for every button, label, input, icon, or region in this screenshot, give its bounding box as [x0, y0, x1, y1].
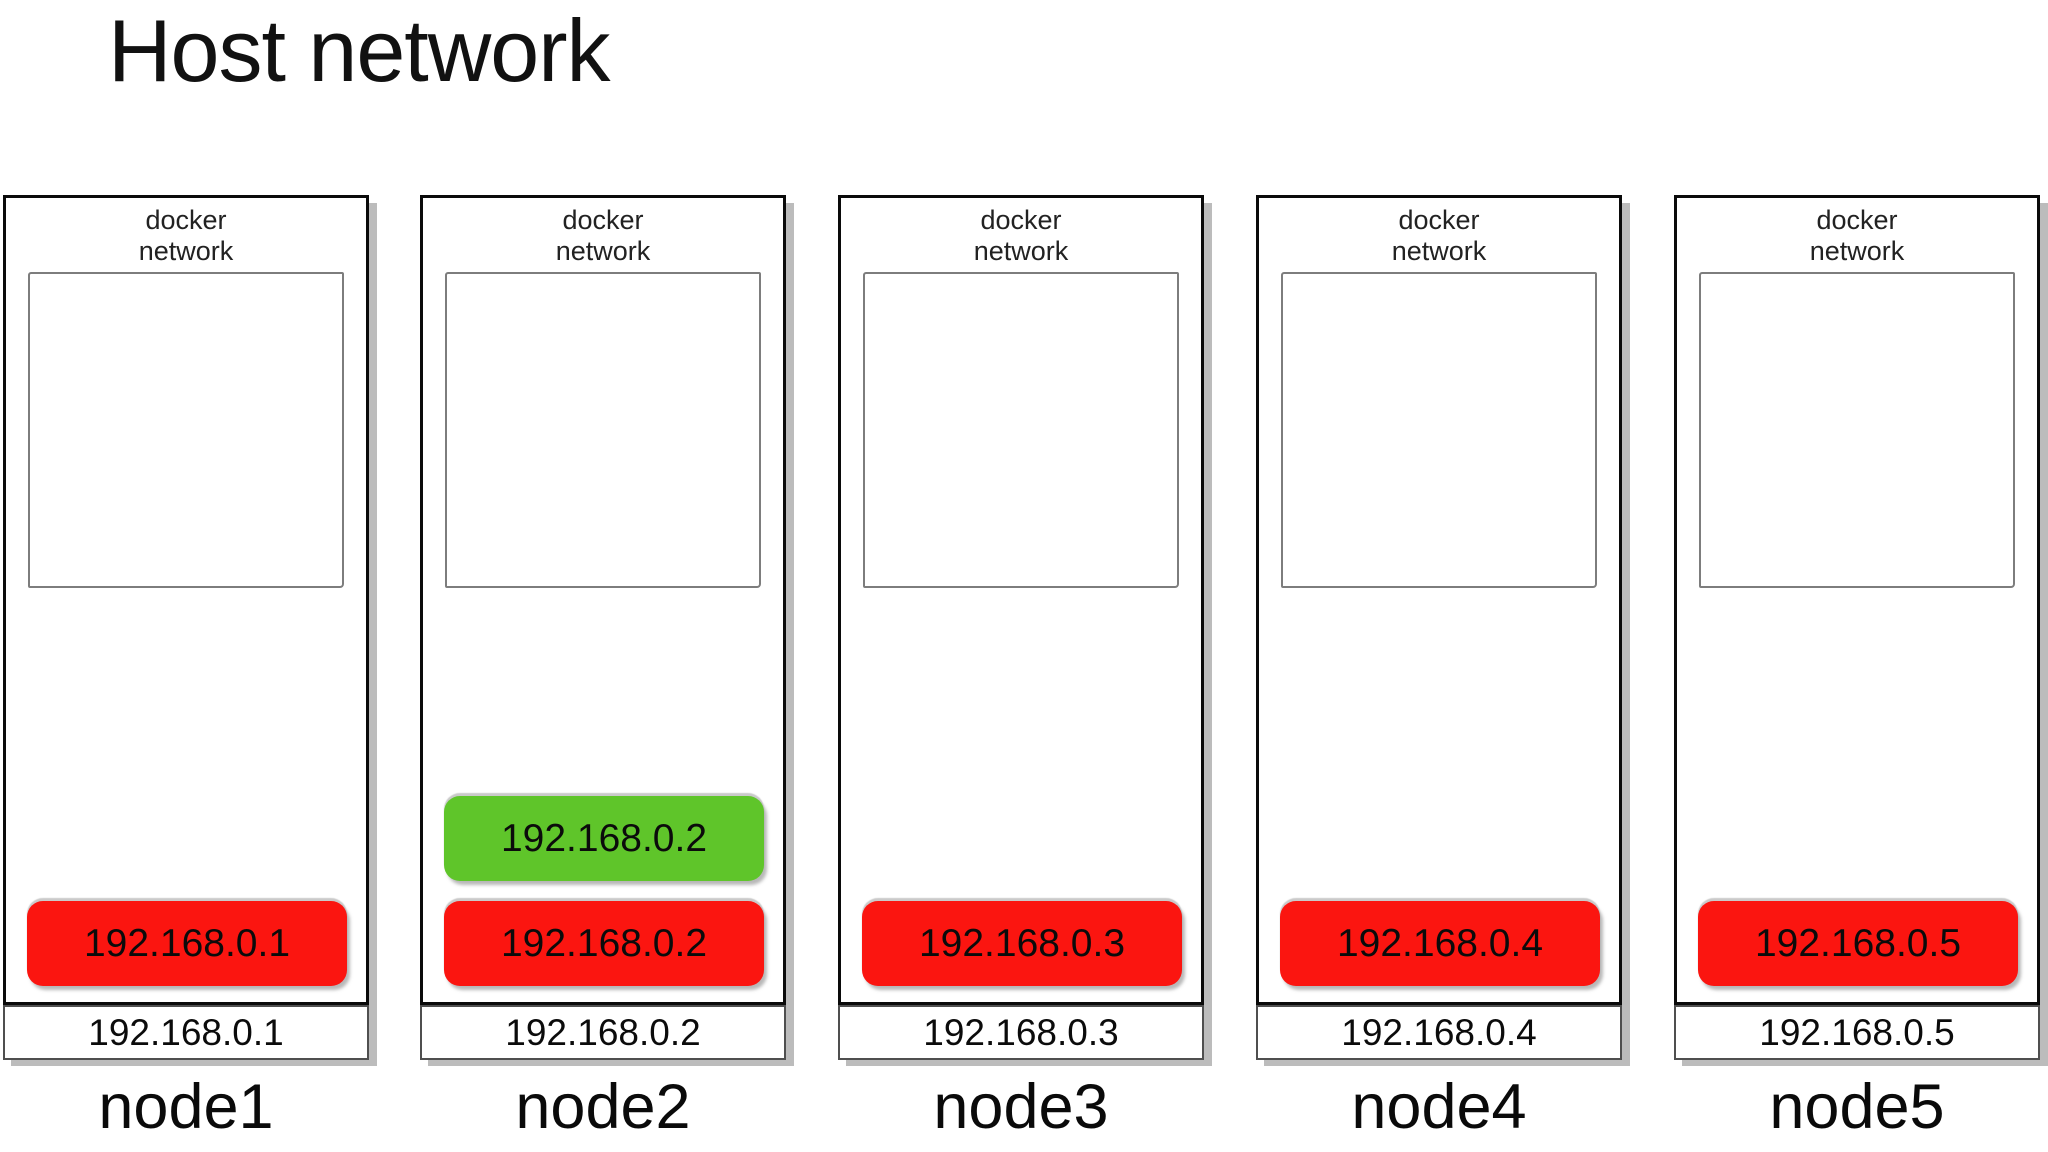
container-chip: 192.168.0.4 — [1280, 901, 1600, 986]
host-ip-strip: 192.168.0.5 — [1674, 1005, 2040, 1060]
host-box: docker network 192.168.0.2 192.168.0.2 — [420, 195, 786, 1005]
node-name-label: node4 — [1351, 1072, 1527, 1142]
docker-network-label: docker network — [1809, 205, 1905, 266]
host-box: docker network 192.168.0.1 — [3, 195, 369, 1005]
node-name-label: node1 — [98, 1072, 274, 1142]
node-name-label: node2 — [515, 1072, 691, 1142]
docker-network-label: docker network — [555, 205, 651, 266]
docker-network-box — [863, 272, 1179, 588]
node-node1: docker network 192.168.0.1 192.168.0.1 n… — [3, 195, 369, 1145]
docker-network-box — [1281, 272, 1597, 588]
host-box: docker network 192.168.0.3 — [838, 195, 1204, 1005]
host-ip-strip: 192.168.0.4 — [1256, 1005, 1622, 1060]
host-ip-strip: 192.168.0.2 — [420, 1005, 786, 1060]
docker-network-box — [445, 272, 761, 588]
node-name-label: node3 — [933, 1072, 1109, 1142]
container-chip: 192.168.0.2 — [444, 796, 764, 881]
node-node3: docker network 192.168.0.3 192.168.0.3 n… — [838, 195, 1204, 1145]
docker-network-box — [28, 272, 344, 588]
container-chip: 192.168.0.2 — [444, 901, 764, 986]
diagram-title: Host network — [108, 1, 611, 100]
node-node2: docker network 192.168.0.2 192.168.0.2 1… — [420, 195, 786, 1145]
docker-network-box — [1699, 272, 2015, 588]
node-node4: docker network 192.168.0.4 192.168.0.4 n… — [1256, 195, 1622, 1145]
host-box: docker network 192.168.0.5 — [1674, 195, 2040, 1005]
host-box: docker network 192.168.0.4 — [1256, 195, 1622, 1005]
docker-network-label: docker network — [1391, 205, 1487, 266]
docker-network-label: docker network — [138, 205, 234, 266]
host-ip-strip: 192.168.0.3 — [838, 1005, 1204, 1060]
docker-network-label: docker network — [973, 205, 1069, 266]
node-name-label: node5 — [1769, 1072, 1945, 1142]
node-node5: docker network 192.168.0.5 192.168.0.5 n… — [1674, 195, 2040, 1145]
container-chip: 192.168.0.1 — [27, 901, 347, 986]
container-chip: 192.168.0.3 — [862, 901, 1182, 986]
host-ip-strip: 192.168.0.1 — [3, 1005, 369, 1060]
container-chip: 192.168.0.5 — [1698, 901, 2018, 986]
